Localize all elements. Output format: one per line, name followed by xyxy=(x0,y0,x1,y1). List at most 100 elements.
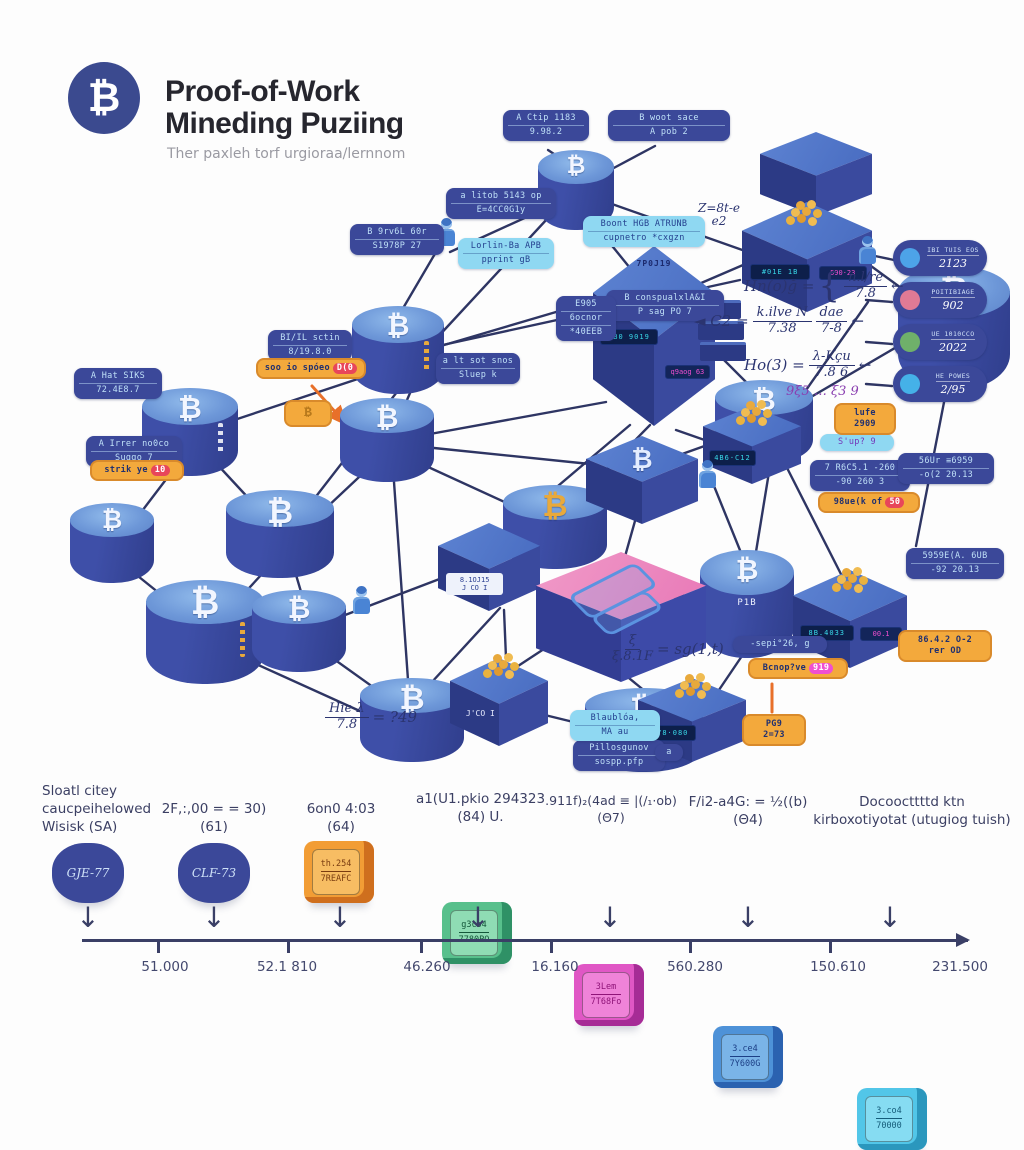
lbl-lufe-line-1: lufe xyxy=(854,408,876,418)
bitcoin-icon: ₿ xyxy=(752,382,776,417)
formula-purple-note: 9ξ5 … ξ3 9 xyxy=(786,384,859,399)
node-d: ₿ xyxy=(226,490,334,578)
legend-value: 2/95 xyxy=(940,383,966,396)
node-e: ₿ xyxy=(340,398,434,482)
lbl-litob-line-1: a litob 5143 op xyxy=(460,191,542,201)
formula-denominator: 7.38 xyxy=(767,320,797,336)
bitcoin-icon: ₿ xyxy=(266,492,294,531)
legend-value: 2022 xyxy=(939,341,967,354)
legend-dot-blue xyxy=(900,248,920,268)
formula-denominator-2: 7-8 xyxy=(820,320,842,336)
node-l-label: P1B xyxy=(737,597,757,608)
cube-rig-mid-screen: 4B6·C12 xyxy=(708,449,757,466)
lbl-sepi: -sepi°26, g xyxy=(733,636,827,654)
formula-brace: { xyxy=(818,266,841,306)
lbl-conspual-line-1: B conspualxlA&I xyxy=(624,293,706,303)
lbl-56ur-line-2: -o(2 20.13 xyxy=(903,468,989,481)
down-arrow-icon: ↓ xyxy=(328,901,352,934)
gold-coins-icon xyxy=(674,688,684,698)
formula-denominator: 7.8 6 xyxy=(815,364,849,380)
lbl-sup: S'up? 9 xyxy=(820,434,894,452)
formula-nonce-note: Z=8t-e e2 xyxy=(698,201,740,228)
lbl-irrer-line-1: A Irrer no0co xyxy=(98,439,170,449)
lbl-bcnop-badge: 919 xyxy=(809,663,834,675)
node-c: ₿ xyxy=(70,503,154,583)
axis-label-3: 46.260 xyxy=(403,959,451,975)
left-arrow-icon: ← xyxy=(858,356,872,375)
legend-dot-green xyxy=(900,332,920,352)
lbl-lorlin-line-2: pprint gB xyxy=(463,253,549,266)
legend-dot-pink xyxy=(900,290,920,310)
formula-denominator: 7.8 xyxy=(855,285,876,301)
lbl-conspual-line-2: P sag PO 7 xyxy=(611,305,719,318)
node-top-top xyxy=(538,150,614,184)
formula-rhs: = ?49 xyxy=(372,708,418,727)
axis-label-5: 560.280 xyxy=(667,959,723,975)
lbl-r6c5-line-1: 7 R6C5.1 -260 xyxy=(824,463,896,473)
lbl-56ur: 56Ur ≡6959 -o(2 20.13 xyxy=(898,453,994,485)
cube-rig-right-screen-2: 00.1 xyxy=(859,626,903,641)
formula-numerator: ξ xyxy=(624,633,641,650)
formula-numerator: λ-Kçu xyxy=(808,349,855,366)
cube-coins: J'CO I xyxy=(450,658,548,746)
node-e-top xyxy=(340,398,434,434)
lbl-woot-line-2: A pob 2 xyxy=(613,125,725,138)
lbl-boont: Boont HGB ATRUNB cupnetro *cxgzn xyxy=(583,216,705,248)
axis-label-7: 231.500 xyxy=(932,959,988,975)
lbl-boont-line-2: cupnetro *cxgzn xyxy=(588,231,700,244)
down-arrow-icon: ↓ xyxy=(76,901,100,934)
legend-value: 2123 xyxy=(939,257,967,270)
axis-tick xyxy=(689,942,692,953)
lbl-8642-line-1: 86.4.2 O-2 xyxy=(917,635,973,645)
legend-label: IBI TUIS EOS xyxy=(927,246,979,256)
lbl-bilil-line-2: 8/19.8.0 xyxy=(273,345,347,358)
down-arrow-icon: ↓ xyxy=(598,901,622,934)
lbl-8642-line-2: rer OD xyxy=(928,646,962,657)
lbl-r6c5-line-2: -90 260 3 xyxy=(815,475,905,488)
miner-figure-4 xyxy=(350,586,374,616)
formula-numerator: k.ilve N xyxy=(752,305,812,322)
formula-lhs: Ho(3) = xyxy=(744,356,805,375)
axis-label-6: 150.610 xyxy=(810,959,866,975)
title-line-1: Proof-of-Work xyxy=(165,75,360,108)
node-b-marks xyxy=(217,423,223,454)
lbl-soo-badge: D(0 xyxy=(332,363,358,375)
lbl-irrer-line-2: Suggo 7 xyxy=(91,451,177,464)
lbl-56ur-line-1: 56Ur ≡6959 xyxy=(918,456,974,466)
axis-tick xyxy=(550,942,553,953)
lbl-coinbox-line-1: ₿ xyxy=(303,405,313,420)
formula-denominator: ξ.8.1F xyxy=(612,648,653,664)
bitcoin-icon: ₿ xyxy=(287,592,311,626)
axis-label-1: 51.000 xyxy=(141,959,189,975)
lbl-sepi-line-1: -sepi°26, g xyxy=(750,639,810,649)
axis-label-2: 52.1 810 xyxy=(256,959,318,975)
lbl-boont-line-1: Boont HGB ATRUNB xyxy=(600,219,688,229)
legend-label: POITIBIAGE xyxy=(931,288,975,298)
timeline-axis xyxy=(82,933,970,947)
title-line-2: Mineding Puziing xyxy=(165,107,404,141)
down-arrow-icon: ↓ xyxy=(202,901,226,934)
gold-coins-icon xyxy=(786,216,796,226)
lbl-blaub-line-2: MA au xyxy=(575,725,655,738)
bitcoin-icon: ₿ xyxy=(631,444,653,475)
bitcoin-icon: ₿ xyxy=(178,390,202,425)
lbl-e905-line-1: E905 xyxy=(575,299,597,309)
lbl-a-chip: a xyxy=(655,744,683,762)
lbl-strik-badge: 10 xyxy=(150,465,170,477)
timeline-caption-2: 2F,:,00 = = 30) (61) xyxy=(161,801,267,836)
